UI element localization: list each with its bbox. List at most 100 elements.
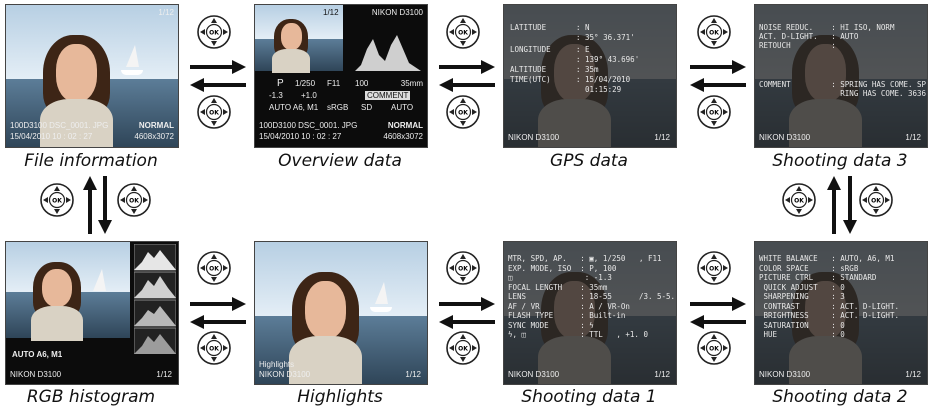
- folder-file: 100D3100 DSC_0001. JPG: [10, 121, 109, 130]
- sd3-line-6: RING HAS COME. 3636: [759, 89, 927, 98]
- svg-text:OK: OK: [794, 198, 804, 205]
- multi-selector-icon: OK: [197, 15, 231, 49]
- svg-text:OK: OK: [709, 110, 719, 117]
- arrow-down-icon: [843, 176, 857, 234]
- multi-selector-icon: OK: [859, 183, 893, 217]
- screen-shooting-data-3: NOISE REDUC. : HI ISO, NORM ACT. D-LIGHT…: [754, 4, 928, 148]
- sd2-line-0: WHITE BALANCE : AUTO, A6, M1: [759, 254, 895, 263]
- caption-file-information: File information: [24, 151, 158, 171]
- photo: [6, 5, 178, 147]
- gps-value-0: : N: [576, 23, 590, 32]
- white-balance: AUTO A6, M1: [12, 350, 63, 359]
- gps-label-alt: ALTITUDE: [510, 65, 547, 74]
- sd3-line-0: NOISE REDUC. : HI ISO, NORM: [759, 23, 895, 32]
- svg-text:OK: OK: [458, 266, 468, 273]
- camera-name: NIKON D3100: [508, 133, 560, 142]
- flash-comp: +1.0: [301, 91, 317, 100]
- svg-text:OK: OK: [209, 346, 219, 353]
- frame-counter: 1/12: [405, 370, 421, 379]
- sd2-line-7: SATURATION : 0: [759, 320, 845, 330]
- svg-text:OK: OK: [709, 346, 719, 353]
- gps-value-4: : 35m: [576, 65, 599, 74]
- focal-length: 35mm: [400, 79, 423, 88]
- sd1-line-1: EXP. MODE, ISO : P, 100: [508, 263, 617, 273]
- histogram: [355, 35, 421, 71]
- multi-selector-icon: OK: [697, 95, 731, 129]
- svg-text:OK: OK: [52, 198, 62, 205]
- arrow-left-icon: [439, 315, 495, 329]
- arrow-right-icon: [190, 60, 246, 74]
- multi-selector-icon: OK: [782, 183, 816, 217]
- adl: AUTO: [391, 103, 414, 112]
- multi-selector-icon: OK: [697, 331, 731, 365]
- exposure-comp: -1.3: [269, 91, 283, 100]
- multi-selector-icon: OK: [446, 15, 480, 49]
- screen-shooting-data-2: WHITE BALANCE : AUTO, A6, M1 COLOR SPACE…: [754, 241, 928, 385]
- comment-flag: COMMENT: [365, 91, 411, 100]
- shutter: 1/250: [295, 79, 316, 88]
- screen-overview: 1/12 NIKON D3100 P 1/250 F11 100 35mm -1…: [254, 4, 428, 148]
- camera-name: NIKON D3100: [508, 370, 560, 379]
- caption-shooting-data-2: Shooting data 2: [772, 387, 908, 407]
- sd1-line-5: AF / VR : A / VR-On: [508, 301, 630, 311]
- frame-counter: 1/12: [654, 370, 670, 379]
- screen-rgb-histogram: AUTO A6, M1 NIKON D3100 1/12: [5, 241, 179, 385]
- multi-selector-icon: OK: [446, 331, 480, 365]
- aperture: F11: [327, 79, 341, 88]
- svg-text:OK: OK: [458, 30, 468, 37]
- svg-text:OK: OK: [709, 266, 719, 273]
- gps-value-2: : E: [576, 45, 590, 54]
- arrow-left-icon: [690, 315, 746, 329]
- multi-selector-icon: OK: [446, 251, 480, 285]
- datetime: 15/04/2010 10 : 02 : 27: [10, 132, 93, 141]
- mode: P: [277, 78, 284, 89]
- arrow-left-icon: [439, 78, 495, 92]
- sd2-line-4: SHARPENING : 3: [759, 292, 845, 301]
- frame-counter: 1/12: [654, 133, 670, 142]
- sd1-line-3: FOCAL LENGTH : 35mm: [508, 282, 608, 292]
- screen-gps: LATITUDE LONGITUDE ALTITUDE TIME(UTC) : …: [503, 4, 677, 148]
- sd1-line-6: FLASH TYPE : Built-in: [508, 311, 626, 320]
- folder-file: 100D3100 DSC_0001. JPG: [259, 121, 358, 130]
- gps-label-lat: LATITUDE: [510, 23, 547, 32]
- sd1-line-0: MTR, SPD, AP. : ▣, 1/250 , F11: [508, 254, 662, 263]
- multi-selector-icon: OK: [40, 183, 74, 217]
- arrow-right-icon: [690, 60, 746, 74]
- gps-label-lon: LONGITUDE: [510, 45, 551, 54]
- svg-text:OK: OK: [871, 198, 881, 205]
- screen-highlights: Highlights NIKON D3100 1/12: [254, 241, 428, 385]
- multi-selector-icon: OK: [697, 15, 731, 49]
- svg-text:OK: OK: [458, 346, 468, 353]
- rgb-histograms: [134, 244, 176, 354]
- frame-counter: 1/12: [905, 133, 921, 142]
- caption-rgb-histogram: RGB histogram: [26, 387, 156, 407]
- datetime: 15/04/2010 10 : 02 : 27: [259, 132, 342, 141]
- frame-counter: 1/12: [323, 8, 339, 17]
- arrow-right-icon: [690, 297, 746, 311]
- quality: NORMAL: [387, 121, 423, 130]
- highlights-label: Highlights: [259, 360, 295, 369]
- svg-text:OK: OK: [209, 266, 219, 273]
- sd1-line-8: ϟ, ◫ : TTL , +1. 0: [508, 330, 648, 339]
- sd2-line-5: CONTRAST : ACT. D-LIGHT.: [759, 301, 899, 311]
- caption-shooting-data-1: Shooting data 1: [521, 387, 657, 407]
- image-size: 4608x3072: [383, 132, 423, 141]
- caption-shooting-data-3: Shooting data 3: [772, 151, 908, 171]
- camera-name: NIKON D3100: [371, 8, 423, 17]
- iso: 100: [355, 79, 369, 88]
- caption-gps: GPS data: [550, 151, 628, 171]
- arrow-up-icon: [827, 176, 841, 234]
- sd1-line-2: ◫ : -1.3: [508, 273, 612, 282]
- camera-name: NIKON D3100: [10, 370, 62, 379]
- quality: NORMAL: [138, 121, 174, 130]
- caption-highlights: Highlights: [297, 387, 383, 407]
- svg-text:OK: OK: [209, 30, 219, 37]
- svg-text:OK: OK: [458, 110, 468, 117]
- arrow-up-icon: [83, 176, 97, 234]
- sd2-line-2: PICTURE CTRL : STANDARD: [759, 273, 877, 282]
- sd3-line-2: RETOUCH :: [759, 41, 836, 50]
- multi-selector-icon: OK: [446, 95, 480, 129]
- svg-text:OK: OK: [209, 110, 219, 117]
- arrow-left-icon: [190, 315, 246, 329]
- screen-file-information: 1/12 100D3100 DSC_0001. JPG 15/04/2010 1…: [5, 4, 179, 148]
